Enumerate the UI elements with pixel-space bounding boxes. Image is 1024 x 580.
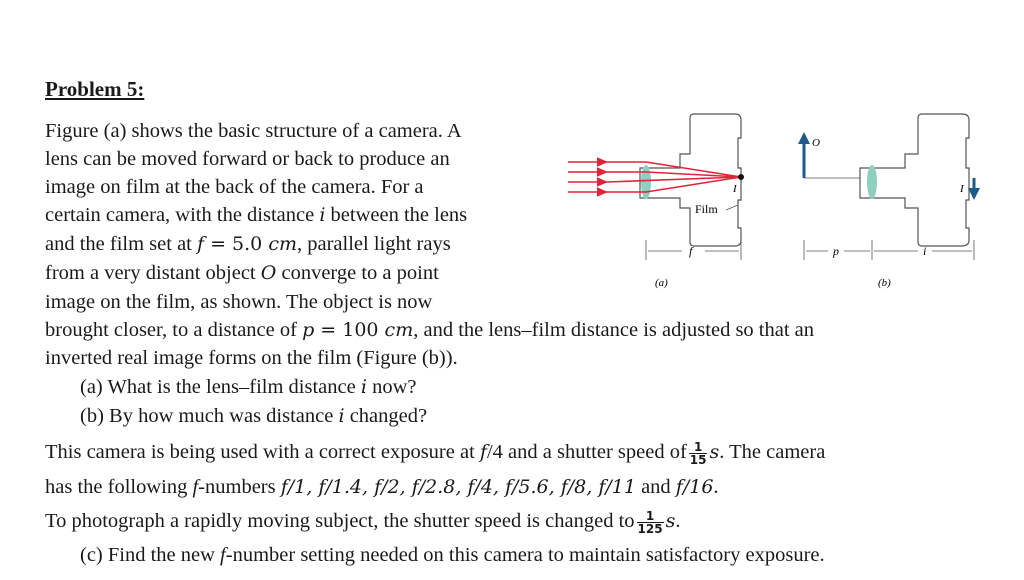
camera-body-a <box>639 113 742 247</box>
camera-body-b <box>859 113 970 247</box>
focal-point <box>738 174 744 180</box>
text-line-7: image on the film, as shown. The object … <box>45 291 433 313</box>
label-I-b: I <box>959 183 965 195</box>
text-line-4: certain camera, with the distance i betw… <box>45 204 468 226</box>
text-line-13: has the following f-numbers f/1, f/1.4, … <box>45 476 719 498</box>
object-arrow <box>798 132 810 178</box>
dimension-p-i <box>803 240 975 260</box>
dimension-f <box>645 240 742 260</box>
text-line-9: inverted real image forms on the film (F… <box>45 347 458 369</box>
image-arrow <box>968 178 980 200</box>
problem-title: Problem 5: <box>45 77 145 101</box>
label-I-a: I <box>732 183 738 195</box>
question-a: (a) What is the lens–film distance i now… <box>80 376 417 398</box>
text-line-3: image on film at the back of the camera.… <box>45 176 424 198</box>
question-b: (b) By how much was distance i changed? <box>80 405 428 427</box>
text-line-6: from a very distant object O converge to… <box>45 262 439 284</box>
lens-a <box>641 165 651 199</box>
film-pointer <box>725 204 739 211</box>
text-line-12: This camera is being used with a correct… <box>45 439 826 467</box>
label-f: f <box>689 244 694 258</box>
text-line-5: and the film set at f = 5.0 cm, parallel… <box>45 233 451 255</box>
text-line-14: To photograph a rapidly moving subject, … <box>45 508 681 536</box>
figure-label-b: (b) <box>878 277 891 289</box>
text-line-2: lens can be moved forward or back to pro… <box>45 148 450 170</box>
text-line-8: brought closer, to a distance of p = 100… <box>45 319 815 341</box>
label-O: O <box>812 137 820 149</box>
question-c: (c) Find the new f-number setting needed… <box>80 544 825 566</box>
label-p: p <box>832 244 839 258</box>
lens-b <box>867 165 877 199</box>
label-i: i <box>923 244 926 258</box>
text-line-1: Figure (a) shows the basic structure of … <box>45 120 462 142</box>
figure-label-a: (a) <box>655 277 668 289</box>
light-rays <box>568 157 742 197</box>
label-film: Film <box>695 202 718 216</box>
camera-figure: I Film f (a) O I p i (b) <box>568 113 980 289</box>
